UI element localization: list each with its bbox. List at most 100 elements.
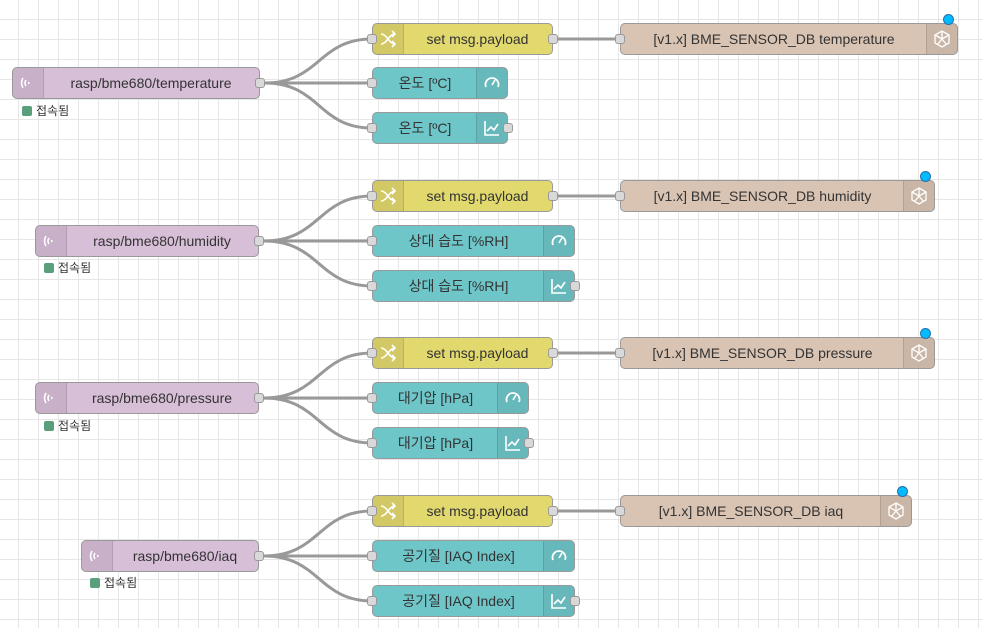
node-label: 대기압 [hPa] [397,435,474,451]
mqtt-in-node-pressure[interactable]: rasp/bme680/pressure [35,382,264,414]
chart-node[interactable]: 공기질 [IAQ Index] [367,585,580,617]
gauge-icon [543,541,574,571]
node-label: 상대 습도 [%RH] [408,233,509,249]
wire [263,239,373,288]
input-port[interactable] [367,34,377,44]
gauge-icon [476,68,507,98]
change-node[interactable]: set msg.payload [367,495,558,527]
input-port[interactable] [615,506,625,516]
input-port[interactable] [367,438,377,448]
node-label: 상대 습도 [%RH] [408,278,509,294]
mqtt-in-node-humidity[interactable]: rasp/bme680/humidity [35,225,264,257]
gauge-node[interactable]: 온도 [ºC] [367,67,508,99]
chart-node[interactable]: 대기압 [hPa] [367,427,534,459]
output-port[interactable] [548,348,558,358]
gauge-icon [497,383,528,413]
input-port[interactable] [367,348,377,358]
node-status: 접속됨 [90,576,137,590]
node-label: [v1.x] BME_SENSOR_DB temperature [653,31,895,47]
node-label: 온도 [ºC] [398,120,452,136]
gauge-icon [543,226,574,256]
status-dot-icon [90,578,100,588]
line-chart-icon [543,271,574,301]
input-port[interactable] [615,191,625,201]
shuffle-icon [373,496,404,526]
output-port[interactable] [255,78,265,88]
input-port[interactable] [367,123,377,133]
output-port[interactable] [548,34,558,44]
gauge-node[interactable]: 공기질 [IAQ Index] [367,540,575,572]
wire [263,509,373,558]
node-label: [v1.x] BME_SENSOR_DB humidity [653,188,872,204]
status-dot-icon [44,421,54,431]
input-port[interactable] [615,348,625,358]
output-port[interactable] [254,393,264,403]
node-label: set msg.payload [426,188,529,204]
wire [263,351,373,400]
wire [263,554,373,603]
influxdb-out-node[interactable]: [v1.x] BME_SENSOR_DB humidity [615,171,935,212]
changed-indicator-icon [897,486,908,497]
shuffle-icon [373,338,404,368]
wire [263,194,373,243]
output-port[interactable] [548,506,558,516]
wire [263,396,373,445]
node-label: 대기압 [hPa] [397,390,474,406]
status-text: 접속됨 [36,104,70,118]
mqtt-wave-icon [13,68,44,98]
input-port[interactable] [367,281,377,291]
chart-node[interactable]: 온도 [ºC] [367,112,513,144]
input-port[interactable] [367,236,377,246]
input-port[interactable] [367,191,377,201]
changed-indicator-icon [943,14,954,25]
output-port[interactable] [548,191,558,201]
status-text: 접속됨 [104,576,138,590]
node-label: rasp/bme680/pressure [91,390,233,406]
input-port[interactable] [367,551,377,561]
node-label: rasp/bme680/iaq [132,548,238,564]
shuffle-icon [373,24,404,54]
node-status: 접속됨 [22,104,69,118]
change-node[interactable]: set msg.payload [367,337,558,369]
changed-indicator-icon [920,328,931,339]
input-port[interactable] [615,34,625,44]
line-chart-icon [543,586,574,616]
output-port[interactable] [570,596,580,606]
output-port[interactable] [570,281,580,291]
node-label: 공기질 [IAQ Index] [402,593,515,609]
mqtt-in-node-temperature[interactable]: rasp/bme680/temperature [12,67,265,99]
chart-node[interactable]: 상대 습도 [%RH] [367,270,580,302]
input-port[interactable] [367,506,377,516]
status-text: 접속됨 [58,419,92,433]
input-port[interactable] [367,393,377,403]
line-chart-icon [497,428,528,458]
node-label: 온도 [ºC] [398,75,452,91]
status-dot-icon [22,106,32,116]
influxdb-out-node[interactable]: [v1.x] BME_SENSOR_DB iaq [615,486,912,527]
output-port[interactable] [254,236,264,246]
input-port[interactable] [367,596,377,606]
influxdb-out-node[interactable]: [v1.x] BME_SENSOR_DB temperature [615,14,958,55]
influxdb-icon [880,496,911,526]
node-label: [v1.x] BME_SENSOR_DB iaq [658,503,844,519]
status-text: 접속됨 [58,261,92,275]
line-chart-icon [476,113,507,143]
mqtt-wave-icon [36,226,67,256]
change-node[interactable]: set msg.payload [367,180,558,212]
node-label: set msg.payload [426,345,529,361]
node-status: 접속됨 [44,261,91,275]
change-node[interactable]: set msg.payload [367,23,558,55]
node-status: 접속됨 [44,419,91,433]
influxdb-out-node[interactable]: [v1.x] BME_SENSOR_DB pressure [615,328,935,369]
output-port[interactable] [254,551,264,561]
output-port[interactable] [524,438,534,448]
gauge-node[interactable]: 상대 습도 [%RH] [367,225,575,257]
mqtt-in-node-iaq[interactable]: rasp/bme680/iaq [81,540,264,572]
node-label: rasp/bme680/humidity [93,233,231,249]
node-label: [v1.x] BME_SENSOR_DB pressure [652,345,873,361]
input-port[interactable] [367,78,377,88]
influxdb-icon [903,181,934,211]
output-port[interactable] [503,123,513,133]
gauge-node[interactable]: 대기압 [hPa] [367,382,529,414]
